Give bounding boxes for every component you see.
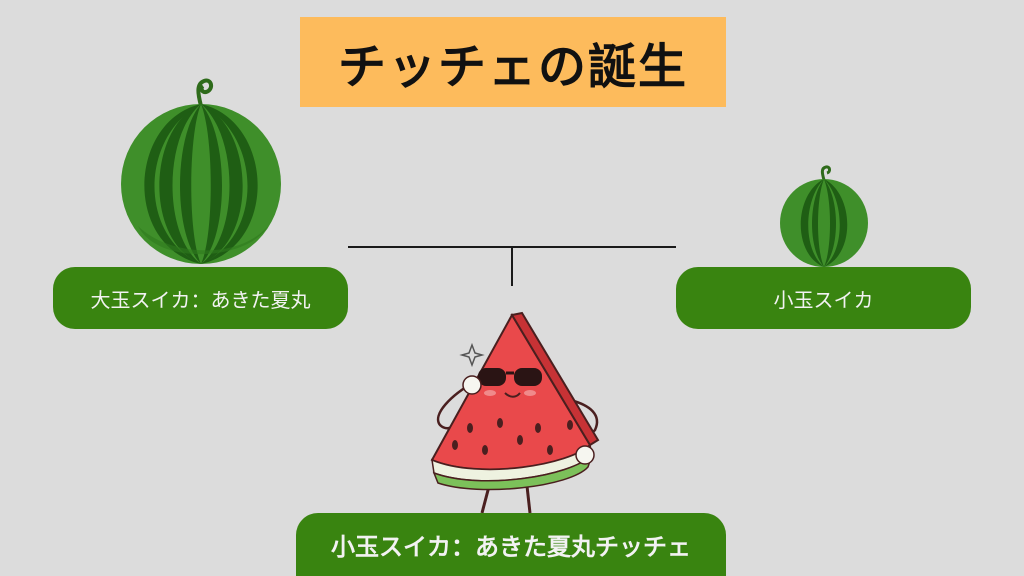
- parent-label-small: 小玉スイカ: [676, 267, 971, 329]
- connector-vertical: [511, 246, 513, 286]
- title-box: チッチェの誕生: [300, 17, 726, 107]
- parent-right-text: 小玉スイカ: [773, 287, 874, 312]
- watermelon-slice-character-icon: [430, 311, 600, 514]
- child-text: 小玉スイカ：あきた夏丸チッチェ: [331, 533, 691, 561]
- child-label: 小玉スイカ：あきた夏丸チッチェ: [296, 513, 726, 576]
- page-title: チッチェの誕生: [337, 39, 688, 95]
- small-watermelon-icon: [780, 165, 868, 267]
- parent-label-large: 大玉スイカ：あきた夏丸: [53, 267, 348, 329]
- parent-left-text: 大玉スイカ：あきた夏丸: [90, 287, 311, 312]
- large-watermelon-icon: [121, 78, 281, 264]
